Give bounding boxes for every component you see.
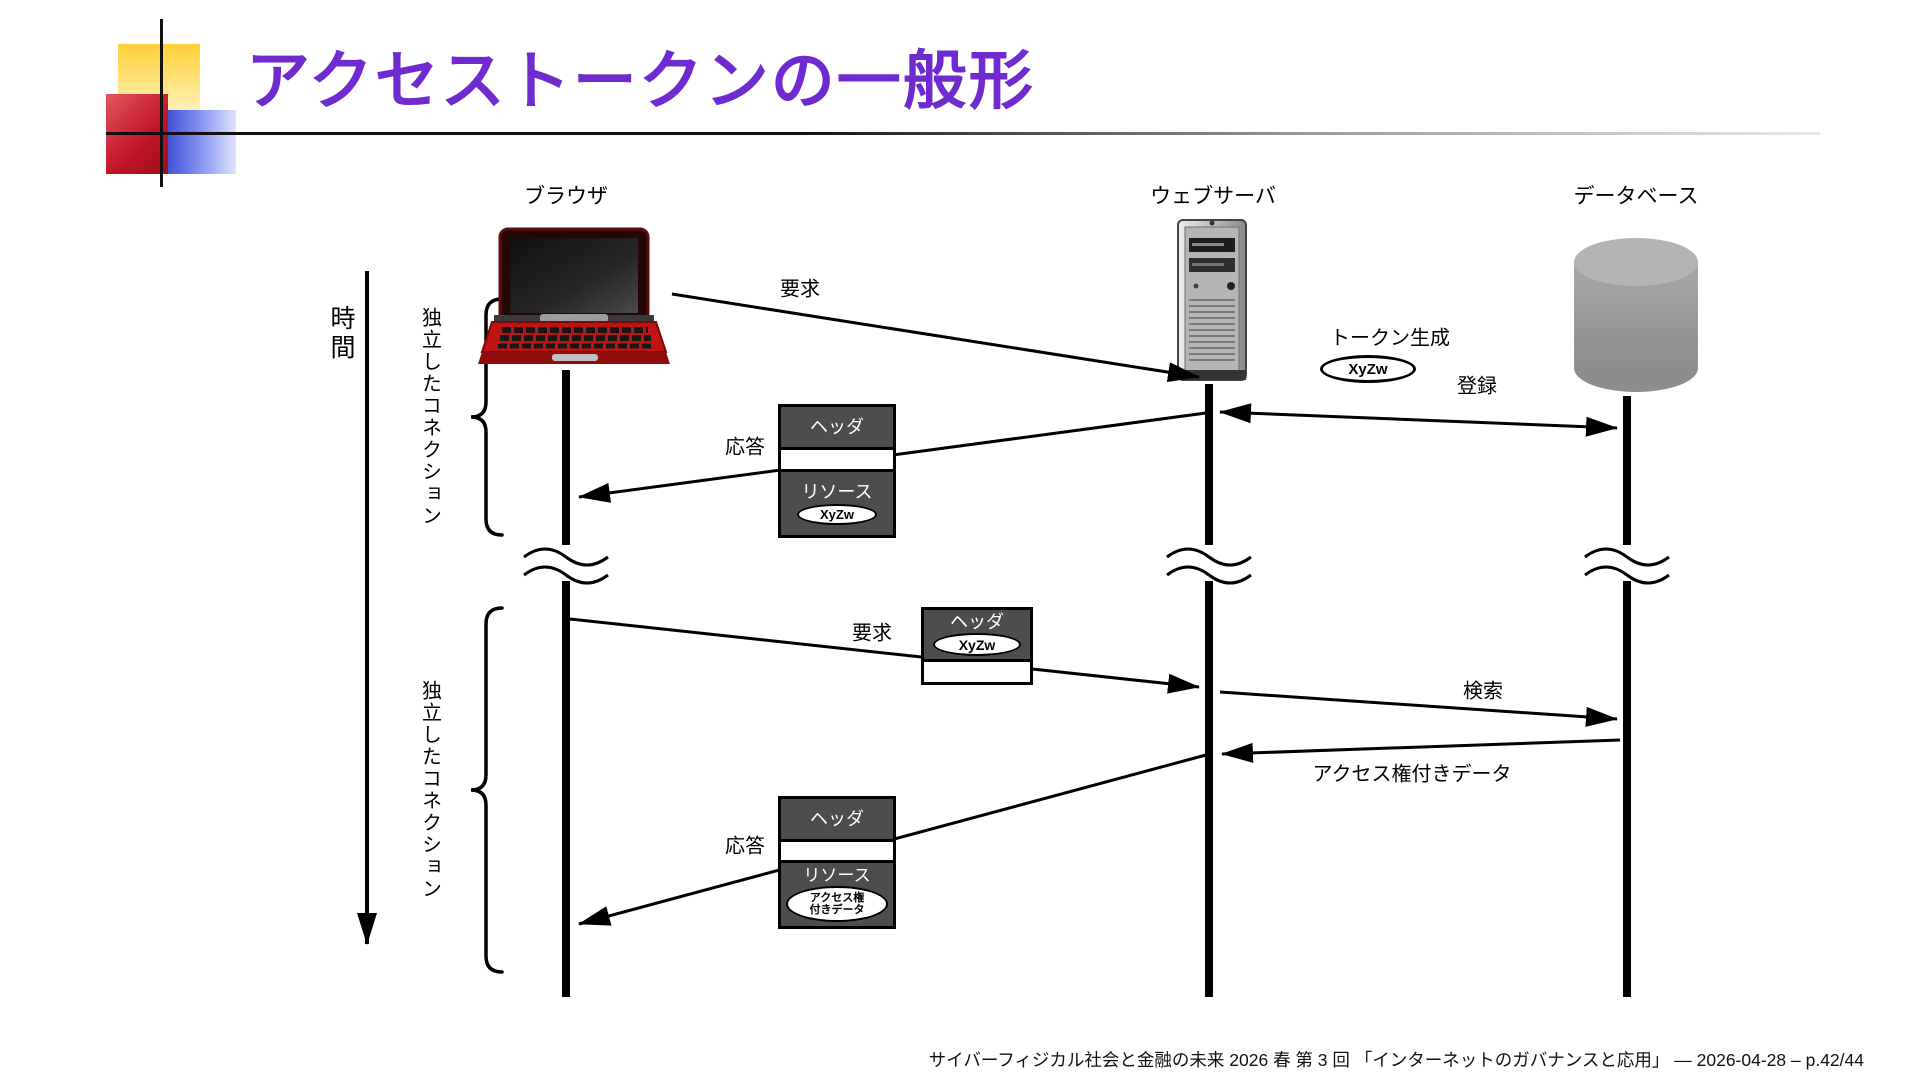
- page-title: アクセストークンの一般形: [246, 45, 1035, 117]
- token-oval-in-resource: XyZw: [797, 504, 877, 525]
- connection1-brace: [470, 297, 504, 537]
- response1-payload-box: ヘッダ リソース XyZw: [778, 404, 896, 538]
- resource-band: リソース アクセス権 付きデータ: [781, 860, 893, 926]
- title-underline: [106, 132, 1820, 135]
- token-value: XyZw: [820, 507, 854, 522]
- token-oval-generated: XyZw: [1320, 355, 1416, 383]
- laptop-icon: [478, 227, 670, 364]
- resource-label: リソース: [801, 482, 873, 502]
- server-icon: [1177, 219, 1247, 381]
- actor-label-database: データベース: [1573, 185, 1699, 208]
- arrow-access-data: [1221, 738, 1621, 763]
- header-band: ヘッダ: [781, 799, 893, 839]
- body-band: [781, 447, 893, 469]
- connection1-label: 独立したコネクション: [418, 307, 441, 527]
- response2-payload-box: ヘッダ リソース アクセス権 付きデータ: [778, 796, 896, 929]
- token-oval-in-header: XyZw: [933, 633, 1021, 656]
- connection2-label: 独立したコネクション: [418, 680, 441, 900]
- label-response1: 応答: [725, 436, 765, 459]
- connection2-brace: [470, 606, 504, 974]
- label-search: 検索: [1463, 680, 1503, 703]
- access-data-line1: アクセス権: [809, 892, 865, 904]
- label-response2: 応答: [725, 835, 765, 858]
- access-data-oval: アクセス権 付きデータ: [786, 886, 888, 922]
- time-axis-label: 時間: [327, 305, 355, 363]
- header-band: ヘッダ: [781, 407, 893, 447]
- header-label: ヘッダ: [950, 612, 1004, 632]
- actor-label-webserver: ウェブサーバ: [1150, 185, 1276, 208]
- label-register: 登録: [1457, 375, 1497, 398]
- request2-payload-box: ヘッダ XyZw: [921, 607, 1033, 685]
- access-data-line2: 付きデータ: [809, 904, 865, 916]
- label-request1: 要求: [780, 278, 820, 301]
- header-label: ヘッダ: [810, 809, 864, 829]
- arrow-register: [1219, 403, 1618, 437]
- token-value: XyZw: [1348, 360, 1388, 378]
- label-token-generation: トークン生成: [1330, 327, 1450, 350]
- database-icon: [1574, 238, 1698, 392]
- arrow-search: [1219, 690, 1618, 727]
- deco-vertical-line: [160, 19, 163, 187]
- header-band: ヘッダ XyZw: [924, 610, 1030, 659]
- arrow-request1: [671, 292, 1200, 383]
- actor-label-browser: ブラウザ: [524, 185, 608, 208]
- label-request2: 要求: [852, 622, 892, 645]
- body-band: [781, 839, 893, 860]
- label-access-data: アクセス権付きデータ: [1312, 763, 1512, 786]
- token-value: XyZw: [958, 636, 996, 653]
- resource-band: リソース XyZw: [781, 469, 893, 535]
- header-label: ヘッダ: [810, 417, 864, 437]
- resource-label: リソース: [803, 866, 871, 885]
- arrow-request2: [569, 617, 1200, 694]
- body-band: [924, 659, 1030, 682]
- lifeline-break-marks: [523, 547, 1670, 585]
- slide-footer: サイバーフィジカル社会と金融の未来 2026 春 第 3 回 「インターネットの…: [928, 1050, 1864, 1070]
